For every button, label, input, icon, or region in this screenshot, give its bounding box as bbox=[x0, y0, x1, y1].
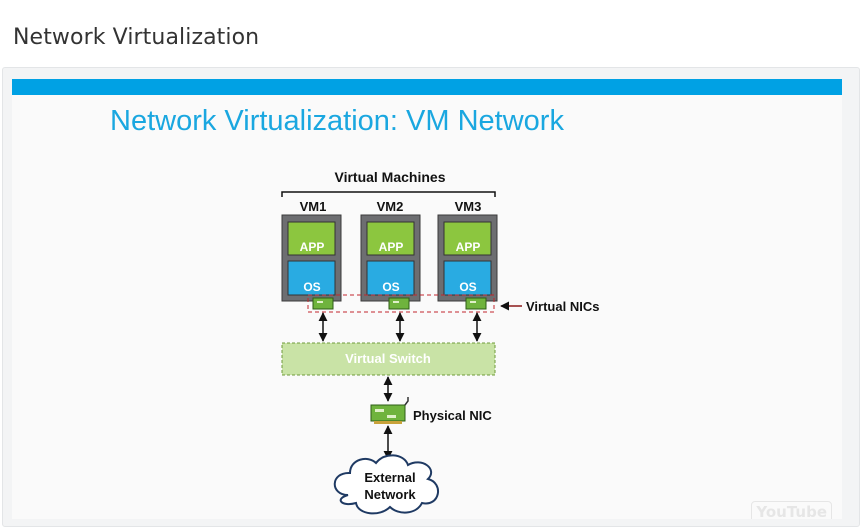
vnic-icon bbox=[388, 297, 410, 310]
vm3-label: VM3 bbox=[455, 199, 482, 214]
page-title: Network Virtualization bbox=[13, 24, 260, 50]
virtual-machines-label: Virtual Machines bbox=[334, 169, 445, 185]
youtube-watermark-logo[interactable]: YouTube bbox=[751, 501, 832, 519]
vm2-label: VM2 bbox=[377, 199, 404, 214]
vnic-icon bbox=[465, 297, 487, 310]
vm-bracket bbox=[281, 191, 496, 197]
vm1-label: VM1 bbox=[300, 199, 327, 214]
vnic-icon bbox=[312, 297, 334, 310]
vm2-box: APP OS bbox=[360, 214, 421, 302]
external-network-label-line2: Network bbox=[364, 487, 416, 502]
video-player[interactable]: Network Virtualization: VM Network Virtu… bbox=[12, 79, 842, 519]
vm2-os-label: OS bbox=[382, 280, 399, 294]
virtual-switch-label: Virtual Switch bbox=[345, 351, 431, 366]
virtual-nics-label: Virtual NICs bbox=[526, 299, 599, 314]
external-network-cloud bbox=[333, 454, 439, 515]
network-diagram: Virtual Machines VM1 VM2 VM3 APP OS APP … bbox=[281, 169, 599, 515]
virtual-nics-group bbox=[307, 294, 495, 313]
vm3-os-label: OS bbox=[459, 280, 476, 294]
physical-nic-label: Physical NIC bbox=[413, 408, 492, 423]
vm3-box: APP OS bbox=[437, 214, 498, 302]
vm2-app-label: APP bbox=[379, 240, 404, 254]
vm1-box: APP OS bbox=[281, 214, 342, 302]
physical-nic-icon bbox=[370, 397, 409, 424]
slide-title: Network Virtualization: VM Network bbox=[110, 105, 564, 137]
vm3-app-label: APP bbox=[456, 240, 481, 254]
vm1-app-label: APP bbox=[300, 240, 325, 254]
vm1-os-label: OS bbox=[303, 280, 320, 294]
slide-top-bar bbox=[12, 79, 842, 95]
external-network-label-line1: External bbox=[364, 470, 415, 485]
virtual-switch-box bbox=[281, 342, 496, 376]
